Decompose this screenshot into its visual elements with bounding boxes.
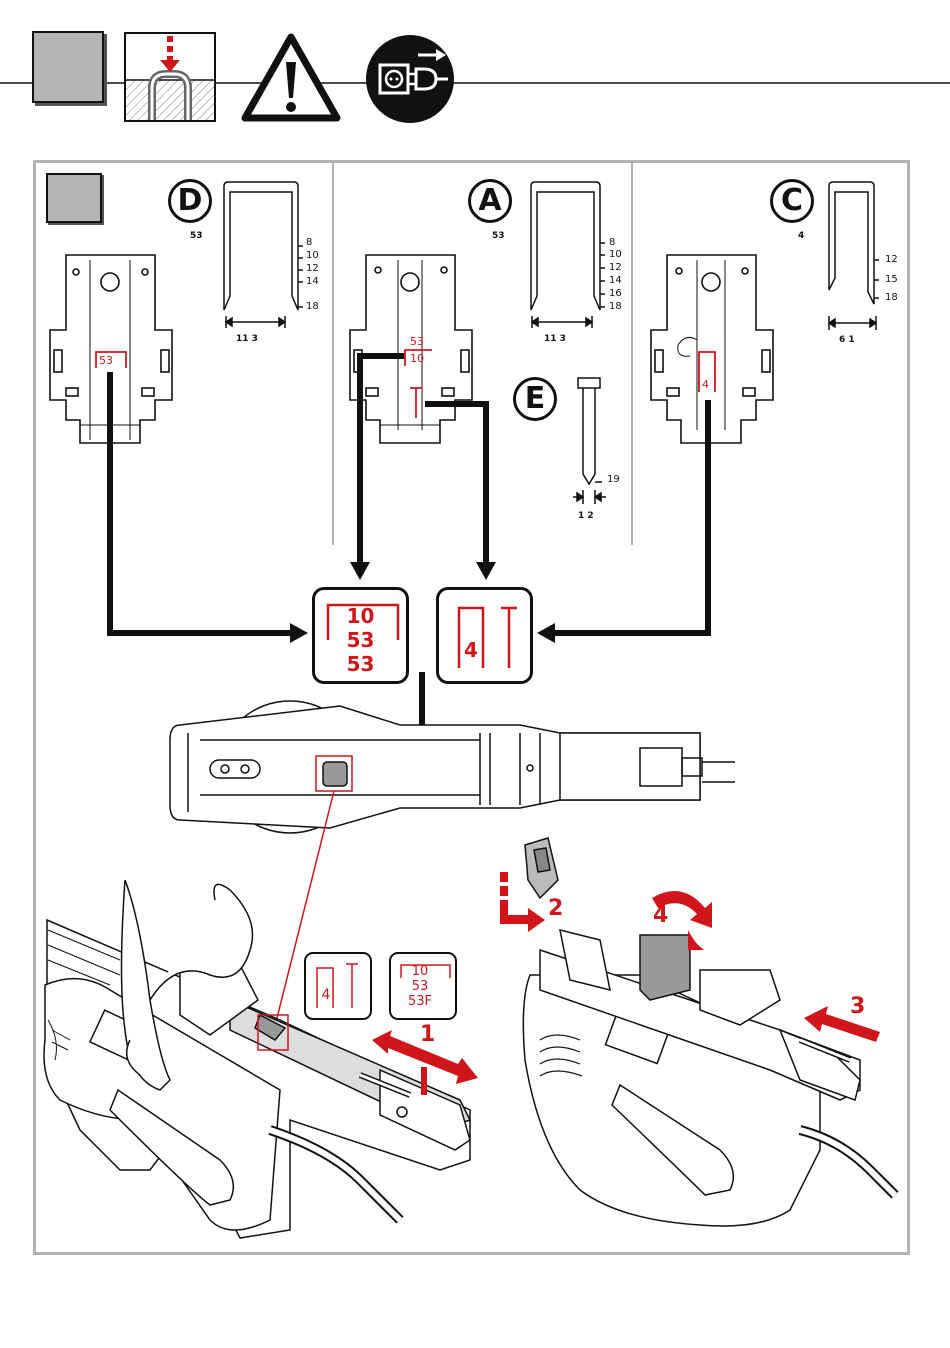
step-3-label: 3 <box>850 994 865 1019</box>
step-4-label: 4 <box>653 903 668 928</box>
step-1-label: 1 <box>420 1022 435 1047</box>
step-2-label: 2 <box>548 896 563 921</box>
